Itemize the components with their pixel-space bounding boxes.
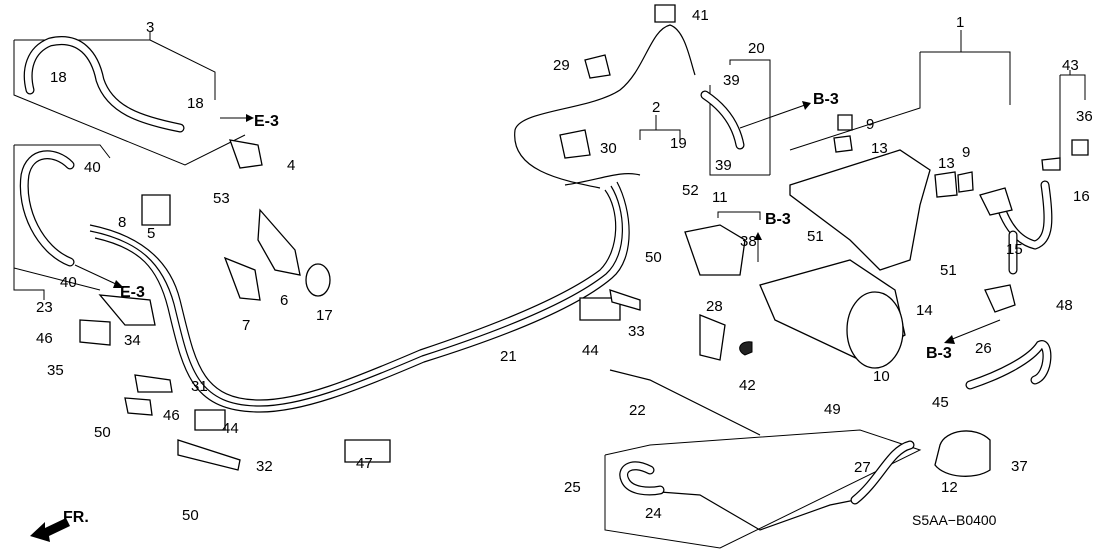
callout-number: 10 [873, 368, 890, 385]
callout-number: 31 [191, 378, 208, 395]
callout-number: 11 [712, 189, 728, 206]
callout-number: 14 [916, 302, 933, 319]
callout-number: 47 [356, 455, 373, 472]
callout-number: 41 [692, 7, 709, 24]
callout-number: 39 [715, 157, 732, 174]
ref-b3: B-3 [926, 345, 952, 362]
callout-number: 21 [500, 348, 517, 365]
ref-arrows [74, 101, 1001, 344]
callout-labels: 3 18 18 4 40 8 5 53 6 7 17 23 40 34 46 35 31 46 50 44 32 50 47… [36, 7, 1093, 524]
callout-number: 28 [706, 298, 723, 315]
callout-number: 12 [941, 479, 958, 496]
callout-number: 44 [222, 420, 239, 437]
two-way-valve [984, 284, 1016, 313]
callout-number: 40 [60, 274, 77, 291]
callout-number: 52 [682, 182, 699, 199]
callout-number: 49 [824, 401, 841, 418]
ref-e3: E-3 [120, 284, 145, 301]
callout-number: 50 [182, 507, 199, 524]
canister-end [846, 291, 904, 369]
callout-number: 43 [1062, 57, 1079, 74]
callout-number: 18 [187, 95, 204, 112]
callout-number: 29 [553, 57, 570, 74]
callout-number: 16 [1073, 188, 1090, 205]
callout-number: 13 [871, 140, 888, 157]
callout-number: 15 [1006, 241, 1023, 258]
callout-number: 8 [118, 214, 126, 231]
callout-number: 53 [213, 190, 230, 207]
callout-number: 39 [723, 72, 740, 89]
diagram-code: S5AA−B0400 [912, 512, 997, 528]
callout-number: 2 [652, 99, 660, 116]
callout-number: 48 [1056, 297, 1073, 314]
callout-number: 20 [748, 40, 765, 57]
callout-number: 46 [163, 407, 180, 424]
callout-number: 26 [975, 340, 992, 357]
canister-bracket [789, 149, 931, 271]
callout-number: 33 [628, 323, 645, 340]
callout-number: 5 [147, 225, 155, 242]
callout-number: 50 [645, 249, 662, 266]
hoses [19, 36, 1053, 505]
callout-number: 6 [280, 292, 288, 309]
callout-number: 9 [962, 144, 970, 161]
callout-number: 44 [582, 342, 599, 359]
fuel-filter [934, 430, 991, 477]
callout-number: 45 [932, 394, 949, 411]
callout-number: 30 [600, 140, 617, 157]
callout-number: 23 [36, 299, 53, 316]
callout-number: 42 [739, 377, 756, 394]
callout-number: 9 [866, 116, 874, 133]
callout-number: 37 [1011, 458, 1028, 475]
callout-number: 51 [940, 262, 957, 279]
callout-number: 46 [36, 330, 53, 347]
callout-number: 40 [84, 159, 101, 176]
callout-number: 27 [854, 459, 871, 476]
callout-number: 36 [1076, 108, 1093, 125]
ref-tags: E-3 E-3 B-3 B-3 B-3 [120, 91, 952, 362]
callout-number: 3 [146, 19, 154, 36]
callout-number: 22 [629, 402, 646, 419]
fuel-pipes [89, 24, 856, 531]
callout-number: 18 [50, 69, 67, 86]
callout-number: 50 [94, 424, 111, 441]
ref-e3: E-3 [254, 113, 279, 130]
callout-number: 35 [47, 362, 64, 379]
ref-b3: B-3 [765, 211, 791, 228]
solenoid-valve [979, 187, 1013, 216]
callout-number: 19 [670, 135, 687, 152]
callout-number: 1 [956, 14, 964, 31]
purge-valve [684, 224, 746, 276]
callout-number: 25 [564, 479, 581, 496]
callout-number: 7 [242, 317, 250, 334]
group-brackets [13, 30, 1086, 549]
callout-number: 51 [807, 228, 824, 245]
callout-number: 24 [645, 505, 662, 522]
callout-number: 34 [124, 332, 141, 349]
callout-number: 4 [287, 157, 295, 174]
callout-number: 13 [938, 155, 955, 172]
svg-text:FR.: FR. [63, 509, 89, 526]
ref-b3: B-3 [813, 91, 839, 108]
callout-number: 38 [740, 233, 757, 250]
front-arrow: FR. [30, 509, 89, 542]
callout-number: 17 [316, 307, 333, 324]
callout-number: 32 [256, 458, 273, 475]
components [79, 4, 1089, 477]
